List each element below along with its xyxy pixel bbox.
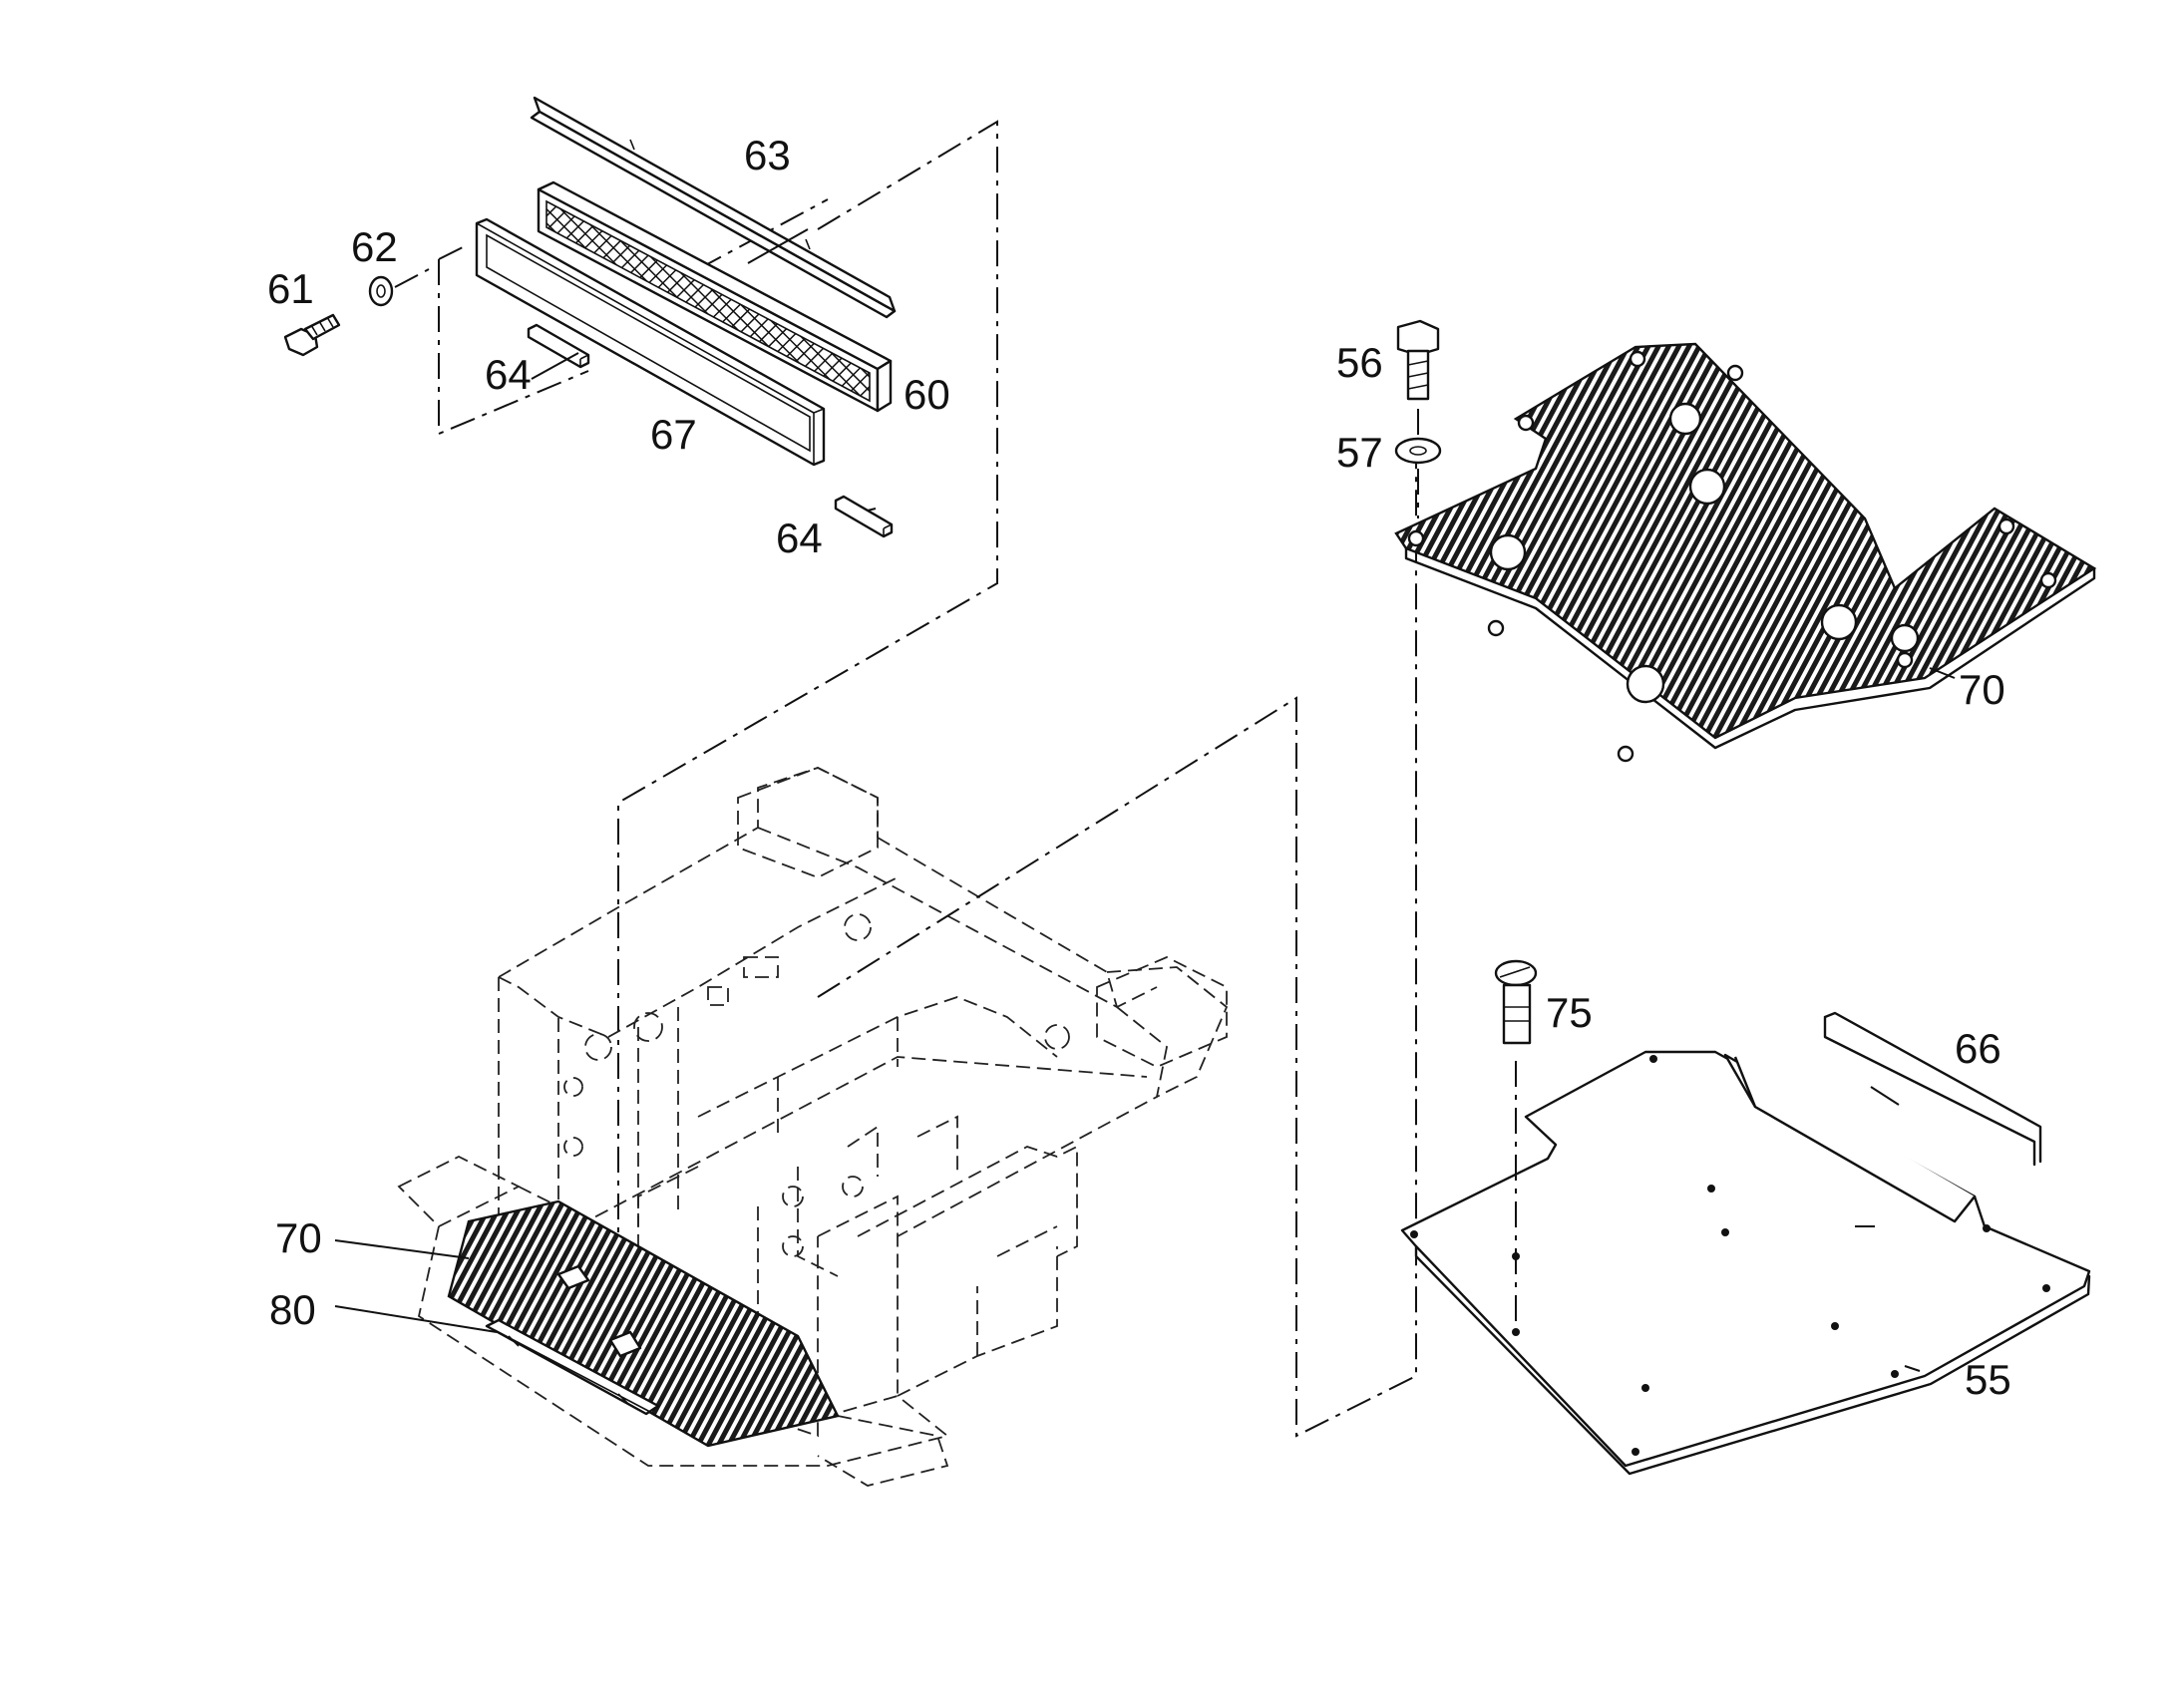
callout-57: 57	[1336, 429, 1383, 476]
filter-assembly	[283, 96, 998, 1376]
bolt-icon	[1396, 319, 1440, 401]
scraper-bar-80	[485, 1318, 660, 1416]
callout-63: 63	[744, 132, 791, 178]
callout-66: 66	[1955, 1025, 2001, 1072]
machine-frame	[397, 459, 1417, 1487]
washer-icon	[1394, 437, 1442, 465]
callout-70-upper: 70	[1959, 666, 2005, 713]
callout-70-lower: 70	[275, 1214, 322, 1261]
callout-60: 60	[904, 371, 950, 418]
callout-61: 61	[267, 265, 314, 312]
screw-icon	[1494, 959, 1538, 1045]
clip-64-lower	[834, 495, 894, 538]
filter-rail-63	[530, 96, 897, 319]
callout-62: 62	[351, 223, 398, 270]
callout-64-lower: 64	[776, 514, 823, 561]
floor-plate-55	[1400, 1011, 2091, 1476]
callout-55: 55	[1965, 1356, 2011, 1403]
filter-element-60	[537, 180, 893, 413]
callout-56: 56	[1336, 339, 1383, 386]
screw-icon	[283, 313, 341, 357]
callout-67: 67	[650, 411, 697, 458]
washer-icon	[368, 275, 394, 307]
floor-mat-70-installed	[447, 1199, 840, 1448]
callout-labels: 63 62 61 64 60 67 64 56 57 70 75 66 55 7…	[267, 132, 2011, 1403]
callout-80: 80	[269, 1286, 316, 1333]
plate-55-holes	[1410, 1055, 2050, 1456]
callout-64-upper: 64	[485, 351, 532, 398]
floor-plate-70	[1394, 342, 2097, 763]
leader-lines	[334, 228, 1956, 1372]
plate-holes	[1407, 350, 2057, 763]
filter-frame-67	[475, 217, 826, 467]
callout-75: 75	[1546, 989, 1593, 1036]
